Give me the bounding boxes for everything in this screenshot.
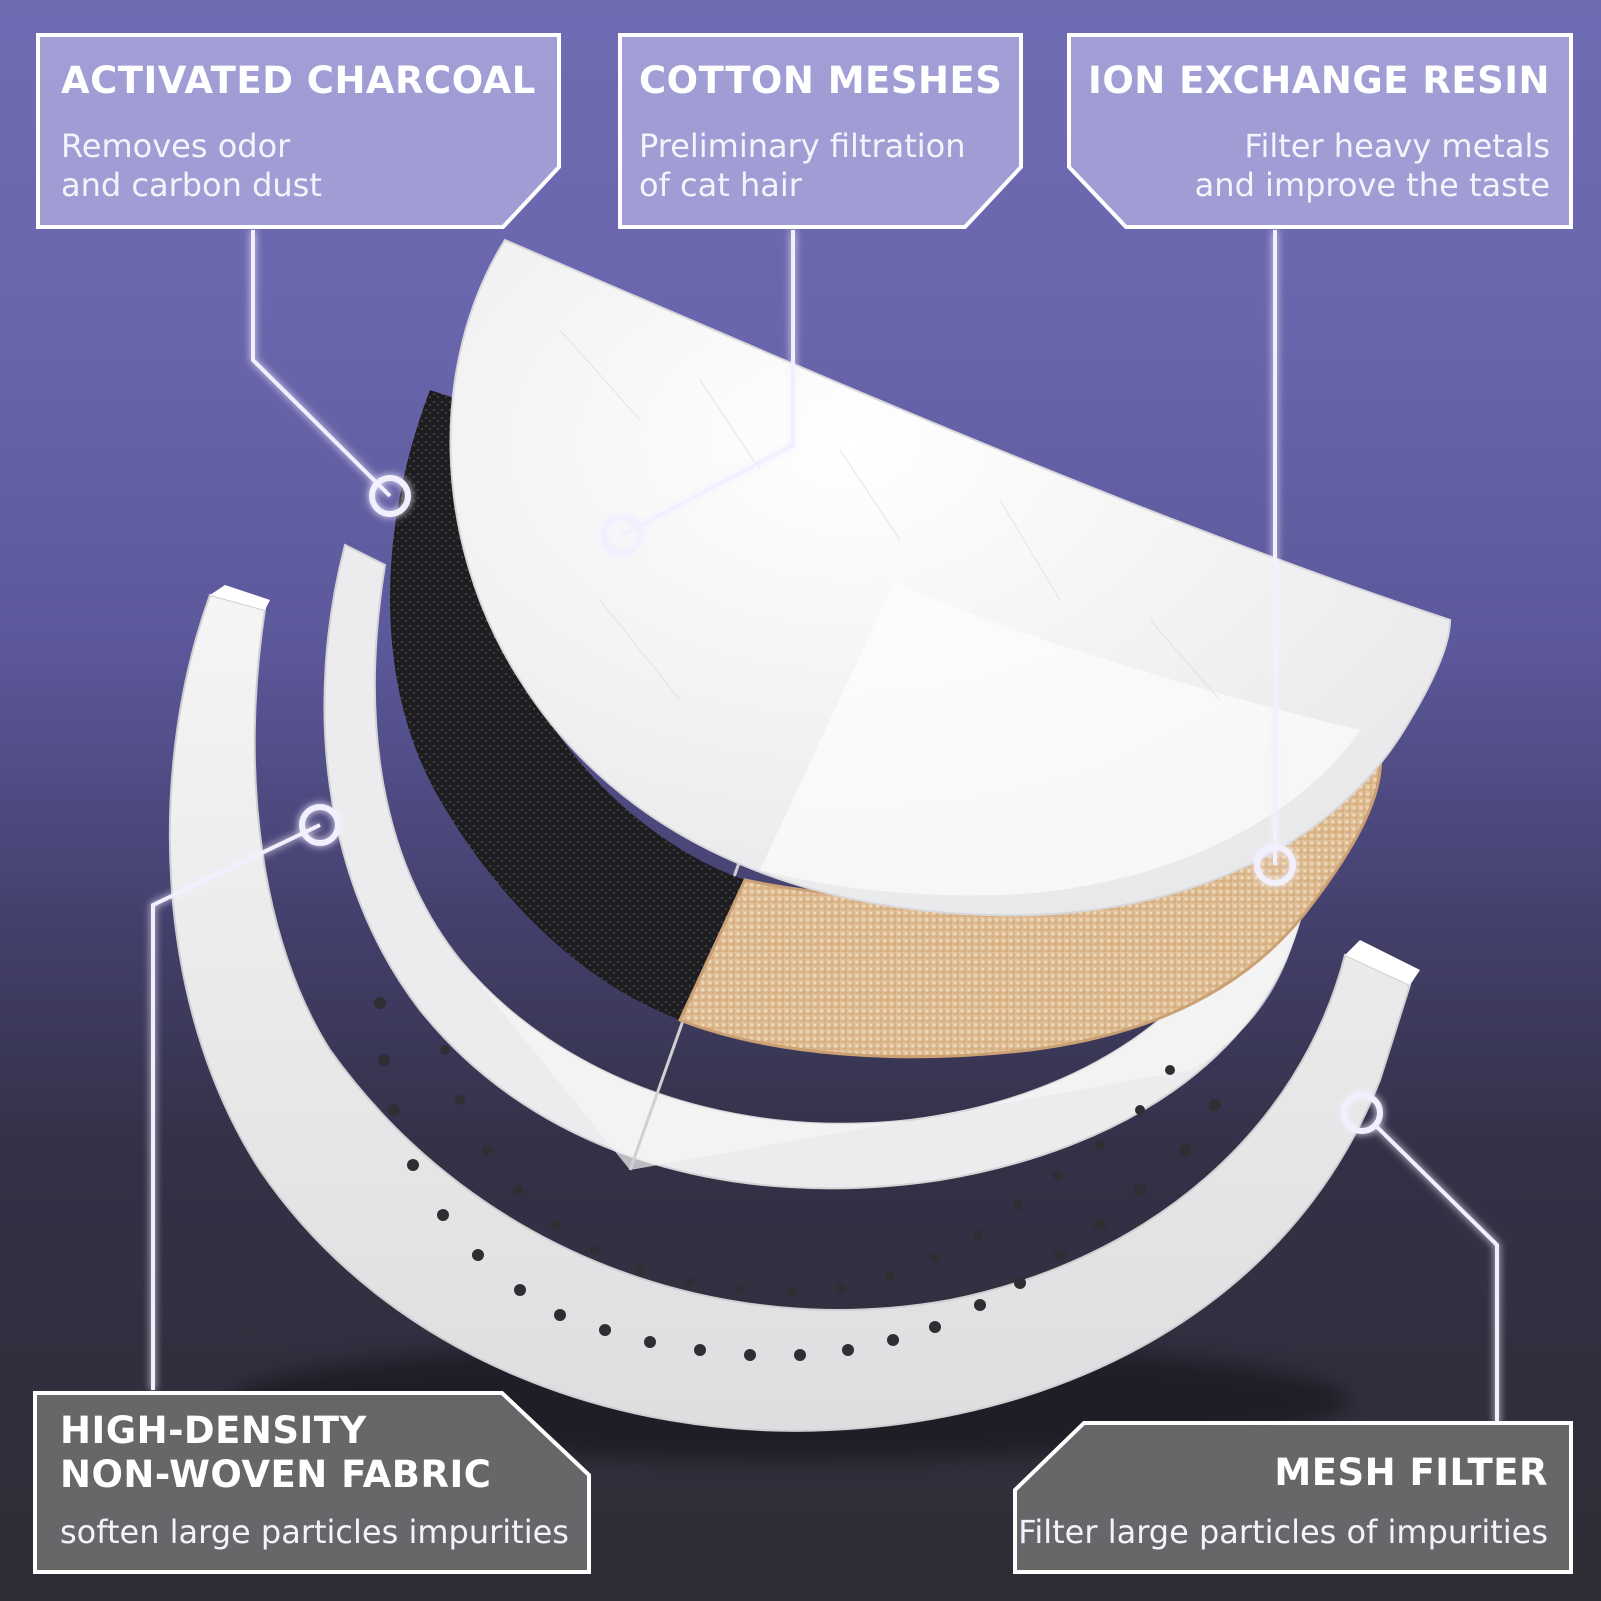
- callout-description-line-1: soften large particles impurities: [60, 1513, 569, 1551]
- callout-frame: [1067, 33, 1573, 229]
- callout-title: ION EXCHANGE RESIN: [1088, 59, 1550, 102]
- callout-description-line-1: Preliminary filtration: [639, 127, 966, 165]
- callout-frame: [36, 33, 561, 229]
- mesh-filter-tray: [168, 593, 1412, 1432]
- callout-frame: [1013, 1421, 1573, 1574]
- connector-markers: [299, 475, 1383, 1134]
- charcoal-layer: [390, 390, 745, 1020]
- callout-title-line-2: NON-WOVEN FABRIC: [60, 1453, 492, 1496]
- callout-title: MESH FILTER: [1274, 1451, 1548, 1494]
- callout-ion-exchange-resin: ION EXCHANGE RESIN Filter heavy metals a…: [1066, 32, 1574, 230]
- callout-description-line-2: of cat hair: [639, 166, 802, 204]
- callout-frame: [33, 1391, 591, 1574]
- callout-non-woven-fabric: HIGH-DENSITY NON-WOVEN FABRIC soften lar…: [32, 1390, 592, 1575]
- callout-mesh-filter: MESH FILTER Filter large particles of im…: [1012, 1420, 1574, 1575]
- callout-frame: [618, 33, 1023, 229]
- callout-title: ACTIVATED CHARCOAL: [61, 59, 536, 102]
- callout-description-line-1: Removes odor: [61, 127, 291, 165]
- callout-description-line-2: and improve the taste: [1194, 166, 1550, 204]
- callout-title: COTTON MESHES: [639, 59, 1003, 102]
- callout-title-line-1: HIGH-DENSITY: [60, 1409, 367, 1452]
- mesh-holes: [374, 997, 1221, 1361]
- callout-description-line-1: Filter heavy metals: [1244, 127, 1550, 165]
- callout-cotton-meshes: COTTON MESHES Preliminary filtration of …: [617, 32, 1024, 230]
- callout-activated-charcoal: ACTIVATED CHARCOAL Removes odor and carb…: [35, 32, 562, 230]
- callout-description-line-1: Filter large particles of impurities: [1018, 1513, 1548, 1551]
- callout-description-line-2: and carbon dust: [61, 166, 322, 204]
- connector-lines: [151, 230, 1499, 1425]
